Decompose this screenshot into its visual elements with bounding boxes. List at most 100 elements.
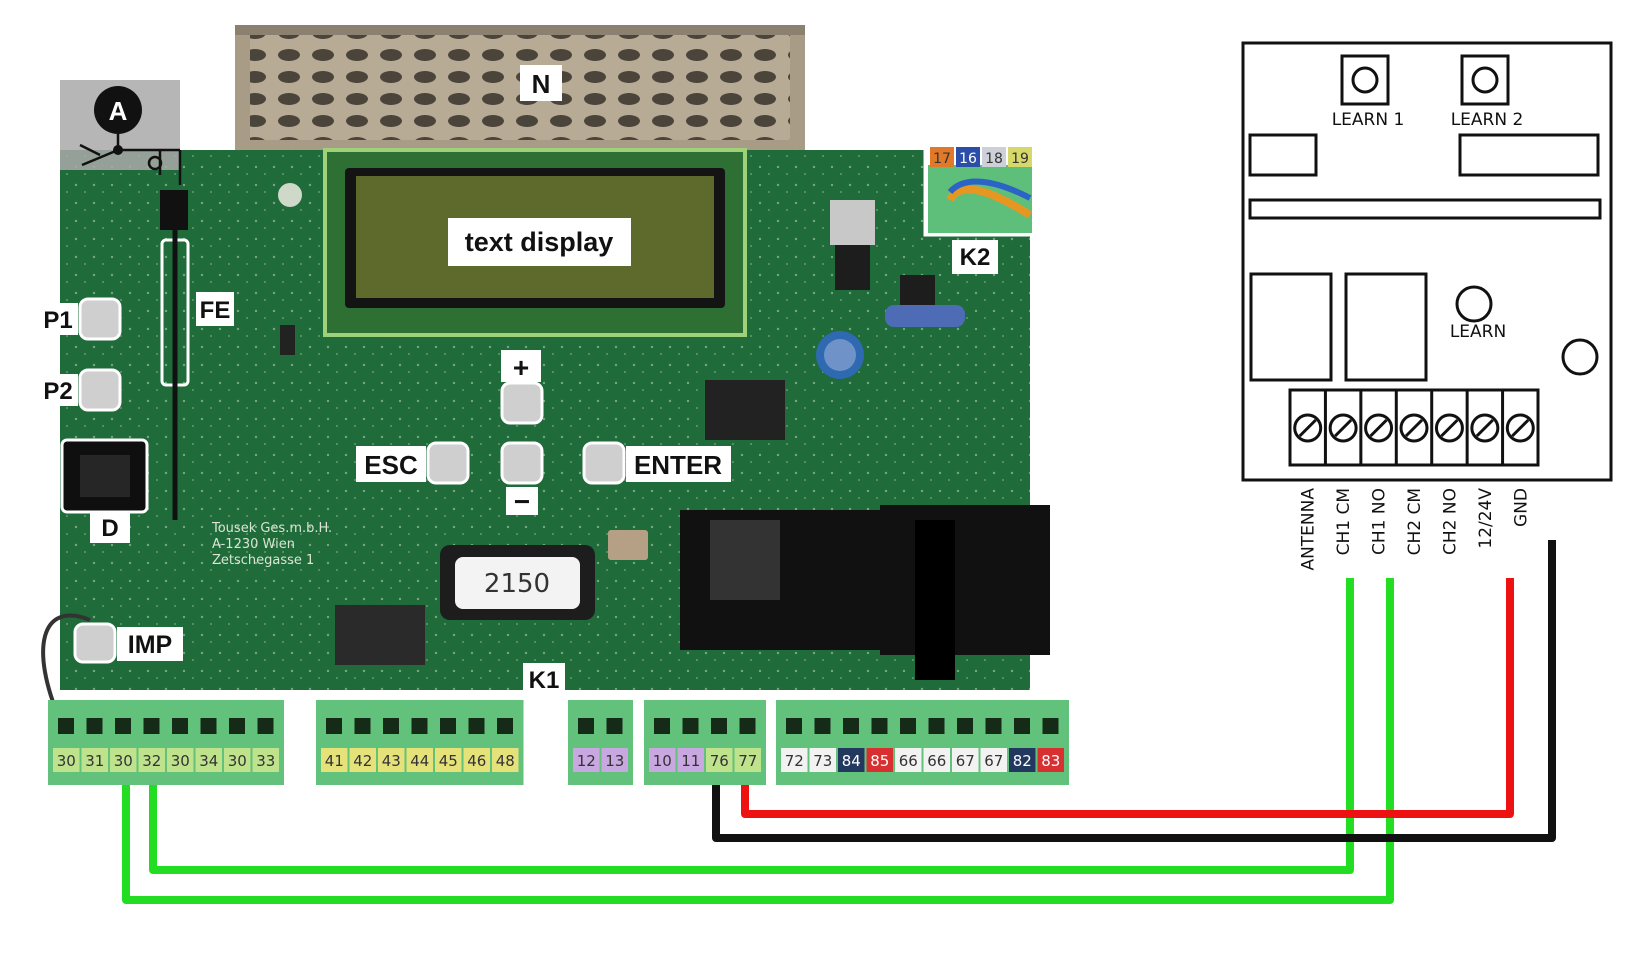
k1-terminal-label: 48 — [496, 752, 515, 770]
k1-terminal-tag — [838, 748, 865, 772]
k1-screw-hole — [606, 718, 623, 734]
k1-screw-hole — [843, 718, 859, 734]
k1-terminal-label: 30 — [114, 752, 133, 770]
fe-label: FE — [200, 297, 231, 324]
k1-terminal-tag — [81, 748, 108, 772]
k1-terminal-label: 84 — [842, 752, 861, 770]
k1-screw-hole — [354, 718, 371, 734]
k1-terminal-tag — [321, 748, 348, 772]
k1-terminal-label: 73 — [813, 752, 832, 770]
plus-label: + — [513, 352, 529, 383]
k1-terminal-label: 72 — [785, 752, 804, 770]
k1-terminal-tag — [435, 748, 462, 772]
switch-symbol-icon — [79, 134, 182, 185]
marker-a: A — [79, 86, 182, 185]
k1-screw-hole — [871, 718, 888, 734]
k2-terminal-tag — [930, 147, 954, 167]
k1-terminal-block — [644, 700, 766, 785]
receiver-pin-label: 12/24V — [1476, 488, 1496, 549]
rj-socket-d: D — [60, 438, 149, 543]
k1-terminal-label: 82 — [1013, 752, 1032, 770]
k1-screw-hole — [383, 718, 399, 734]
k1-screw-hole — [172, 718, 188, 734]
k1-screw-hole — [814, 718, 831, 734]
relays — [680, 505, 1050, 680]
wire-green-30-ch1no — [122, 578, 1394, 904]
k1-screw-hole — [257, 718, 274, 734]
k1-terminal-label: 66 — [899, 752, 918, 770]
k2-terminal-label: 18 — [985, 151, 1003, 167]
k1-terminal-tag — [378, 748, 405, 772]
k1-screw-hole — [411, 718, 428, 734]
receiver-pin-label: CH2 NO — [1440, 488, 1460, 555]
wiring — [122, 540, 1556, 904]
receiver-pin-label: CH1 CM — [1334, 488, 1354, 555]
button-minus: − — [500, 441, 544, 517]
k1-screw-hole — [86, 718, 103, 734]
k2-terminal-label: 17 — [933, 151, 951, 167]
k1-terminal-block — [776, 700, 1069, 785]
k1-terminal-label: 43 — [382, 752, 401, 770]
k1-screw-hole — [900, 718, 916, 734]
k2-terminal-tag — [1008, 147, 1032, 167]
k1-terminal-label: 32 — [142, 752, 161, 770]
button-enter: ENTER — [582, 441, 731, 485]
text-display-label-box: text display — [448, 218, 631, 266]
chip-label: 2150 — [484, 569, 550, 599]
k1-terminal-tag — [952, 748, 979, 772]
fe-connector: FE — [160, 230, 234, 520]
k1-terminal-tag — [866, 748, 893, 772]
k1-terminal-label: 10 — [653, 752, 672, 770]
k1-terminal-tag — [167, 748, 194, 772]
k2-terminal-tag — [982, 147, 1006, 167]
k1-screw-hole — [711, 718, 727, 734]
learn2-label: LEARN 2 — [1451, 110, 1524, 130]
k1-terminal-label: 45 — [439, 752, 458, 770]
receiver-pin-label: CH2 CM — [1405, 488, 1425, 555]
k1-terminal-tag — [601, 748, 628, 772]
button-p2: P2 — [38, 368, 122, 412]
k1-screw-hole — [1014, 718, 1030, 734]
k1-terminal-label: 46 — [467, 752, 486, 770]
k1-terminal-label: 66 — [927, 752, 946, 770]
maker-line-2: A-1230 Wien — [212, 537, 295, 552]
k1-screw-hole — [682, 718, 699, 734]
k1-screw-hole — [468, 718, 485, 734]
k1-terminal-tag — [895, 748, 922, 772]
led-icon — [1561, 338, 1599, 376]
learn1-label: LEARN 1 — [1332, 110, 1405, 130]
k1-terminal-label: 30 — [57, 752, 76, 770]
k1-terminal-label: 42 — [353, 752, 372, 770]
k1-screw-hole — [985, 718, 1002, 734]
k1-terminal-label: 31 — [85, 752, 104, 770]
k1-terminal-tag — [224, 748, 251, 772]
k1-terminal-label: 11 — [681, 752, 700, 770]
button-p1: P1 — [38, 297, 122, 341]
receiver-pin-label: CH1 NO — [1370, 488, 1390, 555]
wire-green-32-ch1cm — [149, 578, 1354, 874]
k1-screw-hole — [115, 718, 131, 734]
k1-screw-hole — [928, 718, 945, 734]
k1-terminal-tag — [252, 748, 279, 772]
k1-terminal-tag — [349, 748, 376, 772]
k1-screw-hole — [739, 718, 756, 734]
k1-terminal-label: 30 — [228, 752, 247, 770]
learn2-button-icon — [1471, 66, 1499, 94]
k1-terminal-tag — [195, 748, 222, 772]
learn1-button — [1340, 54, 1390, 106]
k1-terminal-tag — [980, 748, 1007, 772]
k1-terminal-tag — [677, 748, 704, 772]
k1-terminal-label: 85 — [870, 752, 889, 770]
k1-terminal-label: 33 — [256, 752, 275, 770]
k1-terminal-tag — [706, 748, 733, 772]
k1-terminal-tag — [781, 748, 808, 772]
k1-screw-hole — [654, 718, 670, 734]
k1-terminal-label: 44 — [410, 752, 429, 770]
k1-terminal-label: 67 — [956, 752, 975, 770]
k2-terminal-label: 19 — [1011, 151, 1029, 167]
learn-button-icon — [1455, 285, 1493, 323]
